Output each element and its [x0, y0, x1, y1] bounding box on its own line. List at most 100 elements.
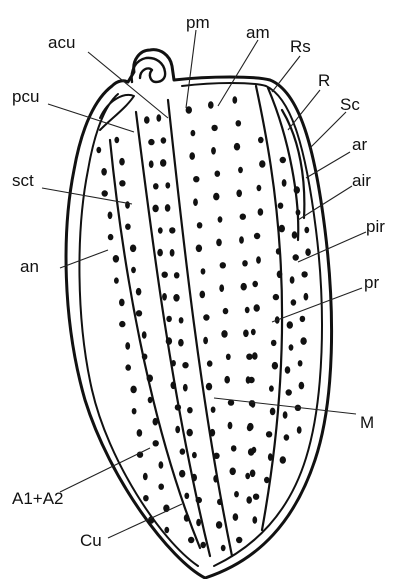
pattern-dot: [253, 494, 259, 500]
pattern-dot: [158, 227, 163, 233]
leader-pm: [186, 30, 196, 108]
pattern-dot: [280, 456, 286, 464]
pattern-dot: [175, 426, 180, 434]
pattern-dot: [300, 316, 306, 322]
pattern-dot: [152, 205, 158, 213]
leader-Rs: [272, 56, 300, 92]
pattern-dot: [304, 293, 309, 301]
pattern-dot: [271, 340, 277, 346]
pattern-dot: [119, 321, 125, 327]
pattern-dot: [298, 360, 303, 366]
pattern-dot: [179, 470, 185, 478]
pattern-dot: [164, 527, 169, 533]
pattern-dot: [161, 137, 167, 143]
pattern-dot: [240, 214, 246, 220]
pattern-dot: [102, 190, 108, 196]
pattern-dot: [248, 448, 254, 456]
label-A1A2: A1+A2: [12, 489, 64, 508]
label-pir: pir: [366, 217, 385, 236]
label-air: air: [352, 171, 371, 190]
pattern-dot: [162, 293, 167, 301]
leader-pir: [298, 232, 366, 262]
pattern-dot: [251, 329, 256, 335]
pattern-dot: [272, 362, 278, 370]
leader-sct: [42, 188, 132, 204]
pattern-dot: [299, 382, 305, 390]
pattern-dot: [291, 299, 297, 305]
pattern-dot: [165, 204, 171, 212]
pattern-dot: [243, 330, 249, 338]
pattern-dot: [219, 284, 224, 292]
pattern-dot: [162, 272, 168, 278]
pattern-dot: [286, 389, 292, 395]
pattern-dot: [174, 272, 180, 278]
vein-4: [256, 86, 282, 530]
pattern-dot: [153, 183, 159, 189]
pattern-dot: [142, 331, 147, 339]
pattern-dot: [200, 542, 206, 548]
pattern-dot: [283, 411, 288, 419]
label-Cu: Cu: [80, 531, 102, 550]
pattern-dot: [220, 262, 226, 268]
pattern-dot: [136, 288, 142, 296]
pattern-dot: [270, 408, 276, 416]
pattern-dot: [200, 291, 206, 299]
pattern-dot: [203, 337, 208, 345]
pattern-dot: [179, 317, 184, 323]
pattern-dot: [223, 308, 229, 314]
pattern-dot: [125, 224, 131, 230]
pattern-dot: [125, 342, 130, 350]
pattern-dot: [113, 255, 119, 263]
pattern-dot: [130, 245, 136, 253]
pattern-dot: [156, 114, 161, 122]
pattern-dot: [266, 431, 272, 437]
pattern-dot: [228, 422, 233, 430]
pattern-dot: [251, 400, 256, 408]
leader-pcu: [48, 104, 134, 132]
pattern-dot: [247, 425, 253, 431]
pattern-dot: [278, 203, 284, 209]
pattern-dot: [192, 452, 197, 458]
pattern-dot: [245, 307, 250, 313]
pattern-dot: [254, 304, 260, 312]
pattern-dot: [188, 537, 194, 543]
pattern-dot: [287, 321, 293, 329]
pattern-dot: [144, 116, 150, 124]
pattern-dot: [301, 271, 307, 277]
pattern-dot: [215, 171, 221, 177]
pattern-dot: [157, 249, 163, 257]
pattern-dot: [305, 248, 311, 256]
pattern-dot: [96, 147, 101, 153]
pattern-dot: [290, 276, 295, 284]
pattern-dot: [165, 182, 170, 188]
pattern-dot: [125, 364, 131, 370]
pattern-dot: [258, 137, 264, 143]
pattern-dot: [206, 383, 212, 391]
label-pm: pm: [186, 13, 210, 32]
label-M: M: [360, 413, 374, 432]
pattern-dot: [189, 152, 195, 160]
pattern-dot: [160, 159, 166, 167]
pattern-dot: [224, 376, 230, 384]
pattern-dot: [149, 160, 154, 168]
pattern-dot: [148, 139, 154, 145]
pattern-dot: [256, 256, 261, 264]
pattern-dot: [143, 473, 148, 481]
pattern-dot: [166, 316, 172, 322]
pattern-dot: [280, 157, 286, 163]
pattern-dot: [252, 516, 257, 524]
pattern-dot: [234, 491, 239, 497]
pattern-dot: [221, 330, 227, 338]
pattern-dot: [231, 445, 237, 451]
pattern-dot: [193, 198, 198, 206]
pattern-dot: [233, 513, 239, 521]
pattern-dot: [250, 470, 256, 478]
label-Rs: Rs: [290, 37, 311, 56]
label-acu: acu: [48, 33, 75, 52]
pattern-dot: [114, 277, 119, 283]
pattern-dot: [187, 407, 193, 413]
pattern-dot: [211, 125, 217, 131]
pattern-dot: [297, 426, 302, 434]
